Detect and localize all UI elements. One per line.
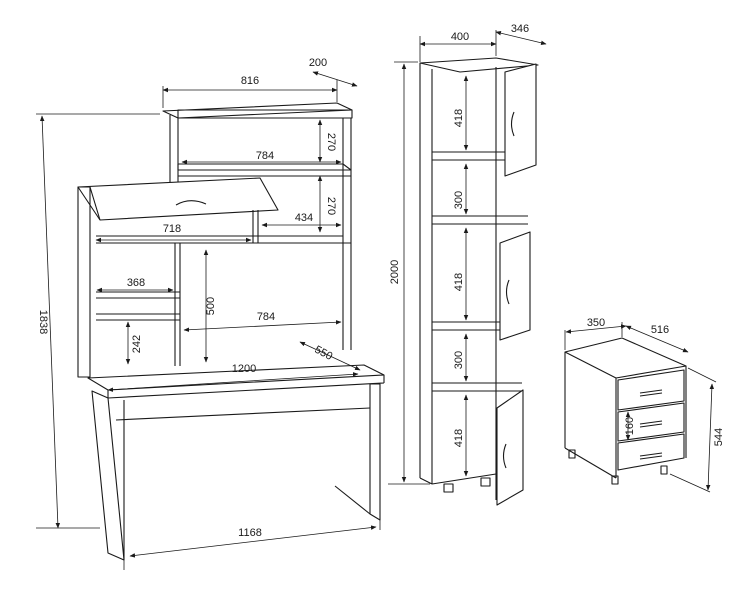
dim-hood-width: 718	[163, 223, 181, 235]
dim-cabinet-height: 2000	[389, 260, 401, 284]
desk-left-side	[77, 186, 91, 378]
dim-drawer-height: 160	[624, 417, 636, 435]
dim-cabinet-width: 400	[451, 31, 469, 43]
dim-cabinet-shelf-middle: 300	[453, 351, 465, 369]
dim-shelf-upper-height: 270	[325, 133, 337, 151]
cabinet-door-top	[504, 63, 537, 177]
dim-cabinet-door-middle: 418	[453, 273, 465, 291]
dim-total-height: 1838	[37, 310, 49, 334]
hood-panel	[77, 177, 279, 221]
dim-desk-depth: 550	[312, 344, 334, 363]
dim-leg-span: 1168	[238, 527, 262, 539]
drawer-bottom	[617, 433, 685, 471]
hutch-top-front	[177, 109, 353, 119]
desk-left-leg	[91, 390, 125, 561]
dim-shelf-upper-width: 784	[256, 150, 274, 162]
cabinet-top	[419, 57, 539, 73]
cabinet-door-middle	[499, 231, 531, 341]
dim-shelf-lower-height: 270	[325, 197, 337, 215]
dim-pedestal-height: 544	[713, 428, 725, 446]
dim-pedestal-width: 350	[587, 317, 605, 329]
dim-cabinet-door-bottom: 418	[453, 429, 465, 447]
mobile-pedestal: 350 516 160 544	[564, 317, 725, 493]
tall-cabinet: 400 346 2000 418 300 418 300 418	[388, 23, 547, 506]
dim-cabinet-shelf-top: 300	[453, 191, 465, 209]
cabinet-door-bottom	[496, 389, 524, 506]
dim-pedestal-depth: 516	[651, 324, 669, 336]
desk-with-hutch: 816 200 784 270 270 434 718 368 242 500 …	[36, 57, 385, 570]
cabinet-foot	[443, 483, 454, 493]
dim-opening-height: 500	[205, 297, 217, 315]
desk-right-leg	[369, 383, 381, 521]
dim-side-shelf-height: 242	[131, 335, 143, 353]
dim-desk-width: 1200	[232, 363, 256, 375]
dim-cabinet-door-top: 418	[453, 109, 465, 127]
dim-hutch-depth: 200	[309, 57, 327, 69]
dim-opening-width: 784	[257, 311, 275, 323]
dim-side-shelf-width: 368	[127, 277, 145, 289]
dim-cabinet-depth: 346	[511, 23, 529, 35]
pedestal-caster	[568, 449, 576, 459]
dim-shelf-mid-width: 434	[295, 212, 313, 224]
dim-hutch-width: 816	[241, 75, 259, 87]
drawer-top	[617, 369, 685, 411]
